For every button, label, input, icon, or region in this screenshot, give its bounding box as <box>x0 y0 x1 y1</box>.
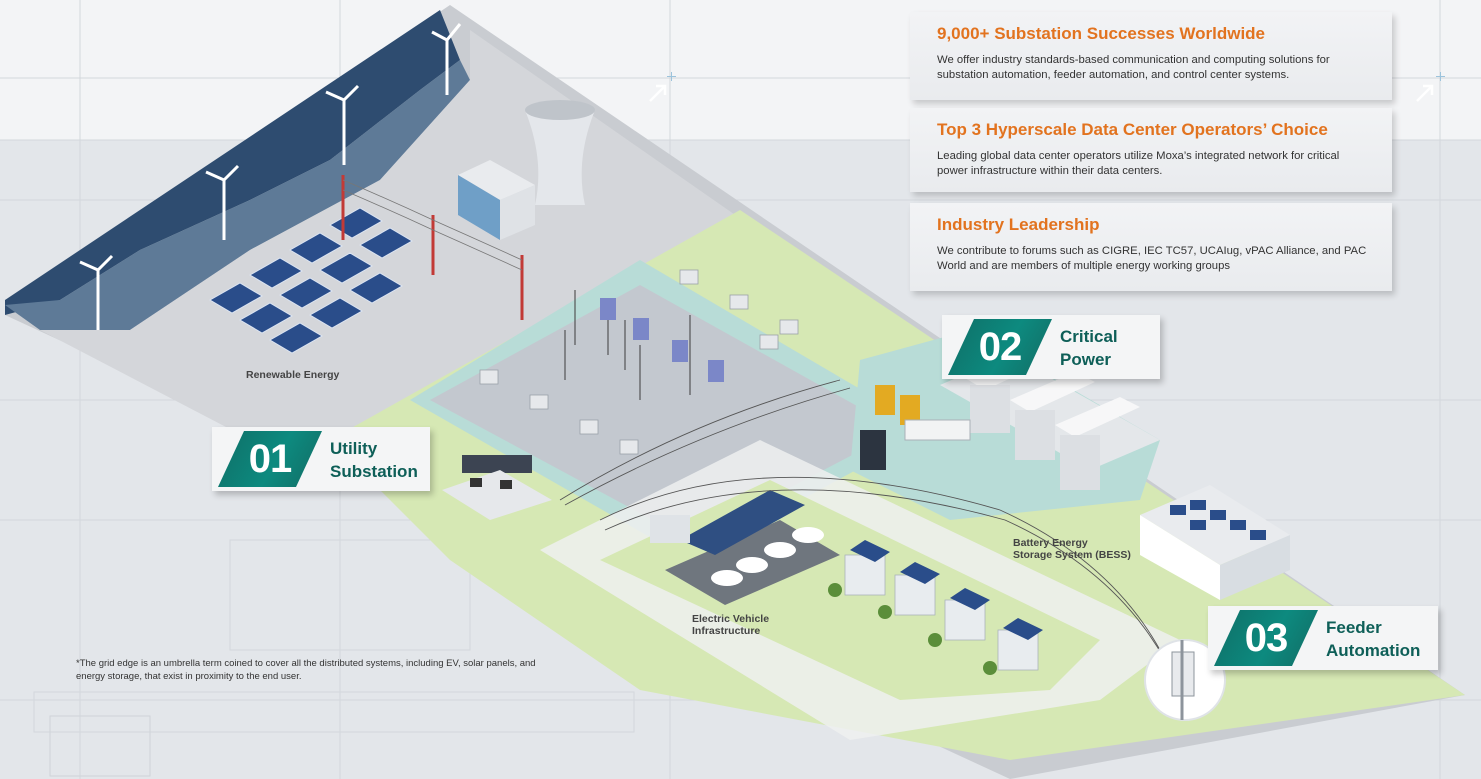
badge-feeder-automation[interactable]: 03 Feeder Automation <box>1208 606 1438 670</box>
control-room <box>442 455 552 520</box>
badge-critical-power[interactable]: 02 Critical Power <box>942 315 1160 379</box>
substation-equipment <box>479 269 799 455</box>
badge-label-line2: Automation <box>1326 641 1421 660</box>
info-card-substation: 9,000+ Substation Successes Worldwide We… <box>910 12 1392 100</box>
area-label-line1: Electric Vehicle <box>692 613 770 625</box>
footnote: *The grid edge is an umbrella term coine… <box>76 658 536 682</box>
solar-field <box>209 207 413 354</box>
badge-number: 03 <box>1214 610 1318 666</box>
area-label-line2: Infrastructure <box>692 625 761 637</box>
residential-houses <box>828 540 1043 675</box>
badge-label-line2: Power <box>1060 350 1112 369</box>
data-center <box>860 350 1160 490</box>
info-card-leadership: Industry Leadership We contribute to for… <box>910 203 1392 291</box>
feeder-device <box>1144 639 1226 721</box>
card-body: We offer industry standards-based commun… <box>937 54 1330 81</box>
card-title: Top 3 Hyperscale Data Center Operators’ … <box>937 120 1328 139</box>
card-body: Leading global data center operators uti… <box>937 150 1340 177</box>
badge-label-line1: Feeder <box>1326 618 1382 637</box>
badge-number: 02 <box>948 319 1052 375</box>
badge-label: Feeder Automation <box>1326 616 1420 662</box>
feeder-power-lines <box>559 379 1166 661</box>
bess-building <box>1140 485 1290 600</box>
area-label-ev: Electric Vehicle Infrastructure <box>692 613 792 637</box>
badge-label-line1: Critical <box>1060 327 1118 346</box>
area-label-line2: Storage System (BESS) <box>1013 549 1131 561</box>
card-body: We contribute to forums such as CIGRE, I… <box>937 245 1367 272</box>
badge-number: 01 <box>218 431 322 487</box>
badge-utility-substation[interactable]: 01 Utility Substation <box>212 427 430 491</box>
arrow-icons <box>649 84 1434 102</box>
card-title: Industry Leadership <box>937 215 1100 234</box>
wind-turbines <box>79 23 462 330</box>
badge-label-line2: Substation <box>330 462 418 481</box>
card-title: 9,000+ Substation Successes Worldwide <box>937 24 1266 43</box>
badge-label: Critical Power <box>1060 325 1118 371</box>
badge-label-line1: Utility <box>330 439 378 458</box>
area-label-line1: Battery Energy <box>1013 537 1088 549</box>
area-label-renewable: Renewable Energy <box>246 369 340 381</box>
area-label-bess: Battery Energy Storage System (BESS) <box>1013 537 1143 561</box>
badge-label: Utility Substation <box>330 437 418 483</box>
info-card-data-center: Top 3 Hyperscale Data Center Operators’ … <box>910 108 1392 192</box>
power-plant-building <box>458 160 535 240</box>
transmission-towers <box>341 175 524 320</box>
transformers <box>600 298 724 382</box>
ev-charging-station <box>650 490 840 605</box>
plus-marks <box>667 72 1445 81</box>
cooling-tower <box>525 100 595 205</box>
